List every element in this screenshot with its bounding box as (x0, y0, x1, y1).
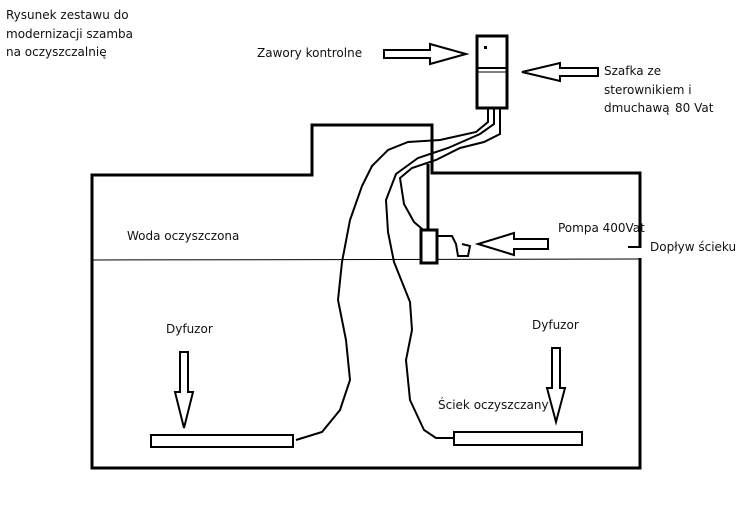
cabinet-arrow-icon (521, 61, 599, 83)
diffuser-right (453, 431, 583, 446)
diagram-title-line-1: Rysunek zestawu do (6, 8, 129, 22)
diffuser-right-arrow-icon (545, 347, 567, 426)
air-hose-1 (295, 108, 489, 441)
pump-arrow-icon (474, 231, 549, 257)
inflow-opening (636, 248, 644, 258)
cabinet-label-line-2: sterownikiem i (604, 83, 692, 97)
cabinet-indicator (484, 46, 487, 49)
cabinet-label-line-1: Szafka ze (604, 64, 661, 78)
diagram-title-line-3: na oczyszczalnię (6, 45, 107, 59)
clean-water-label: Woda oczyszczona (127, 229, 239, 243)
water-level-line (91, 258, 641, 261)
diffuser-right-label: Dyfuzor (532, 318, 579, 332)
pump-label: Pompa 400Vat (558, 221, 645, 235)
cabinet-power-label: 80 Vat (675, 101, 714, 115)
valves-arrow-icon (383, 42, 470, 66)
diffuser-left-label: Dyfuzor (166, 322, 213, 336)
inflow-label: Dopływ ścieku (650, 240, 736, 254)
tank-outline (90, 123, 642, 470)
air-hose-2 (384, 108, 495, 439)
diffuser-left-arrow-icon (173, 351, 195, 429)
pump-hose (398, 108, 501, 235)
pump-body (419, 228, 439, 265)
diagram-title-line-2: modernizacji szamba (6, 27, 133, 41)
treated-sewage-label: Ściek oczyszczany (438, 397, 549, 412)
cabinet-label-line-3: dmuchawą (604, 101, 670, 115)
valves-label: Zawory kontrolne (257, 46, 362, 60)
pump-float-cable (437, 235, 472, 257)
diffuser-left (150, 434, 294, 448)
